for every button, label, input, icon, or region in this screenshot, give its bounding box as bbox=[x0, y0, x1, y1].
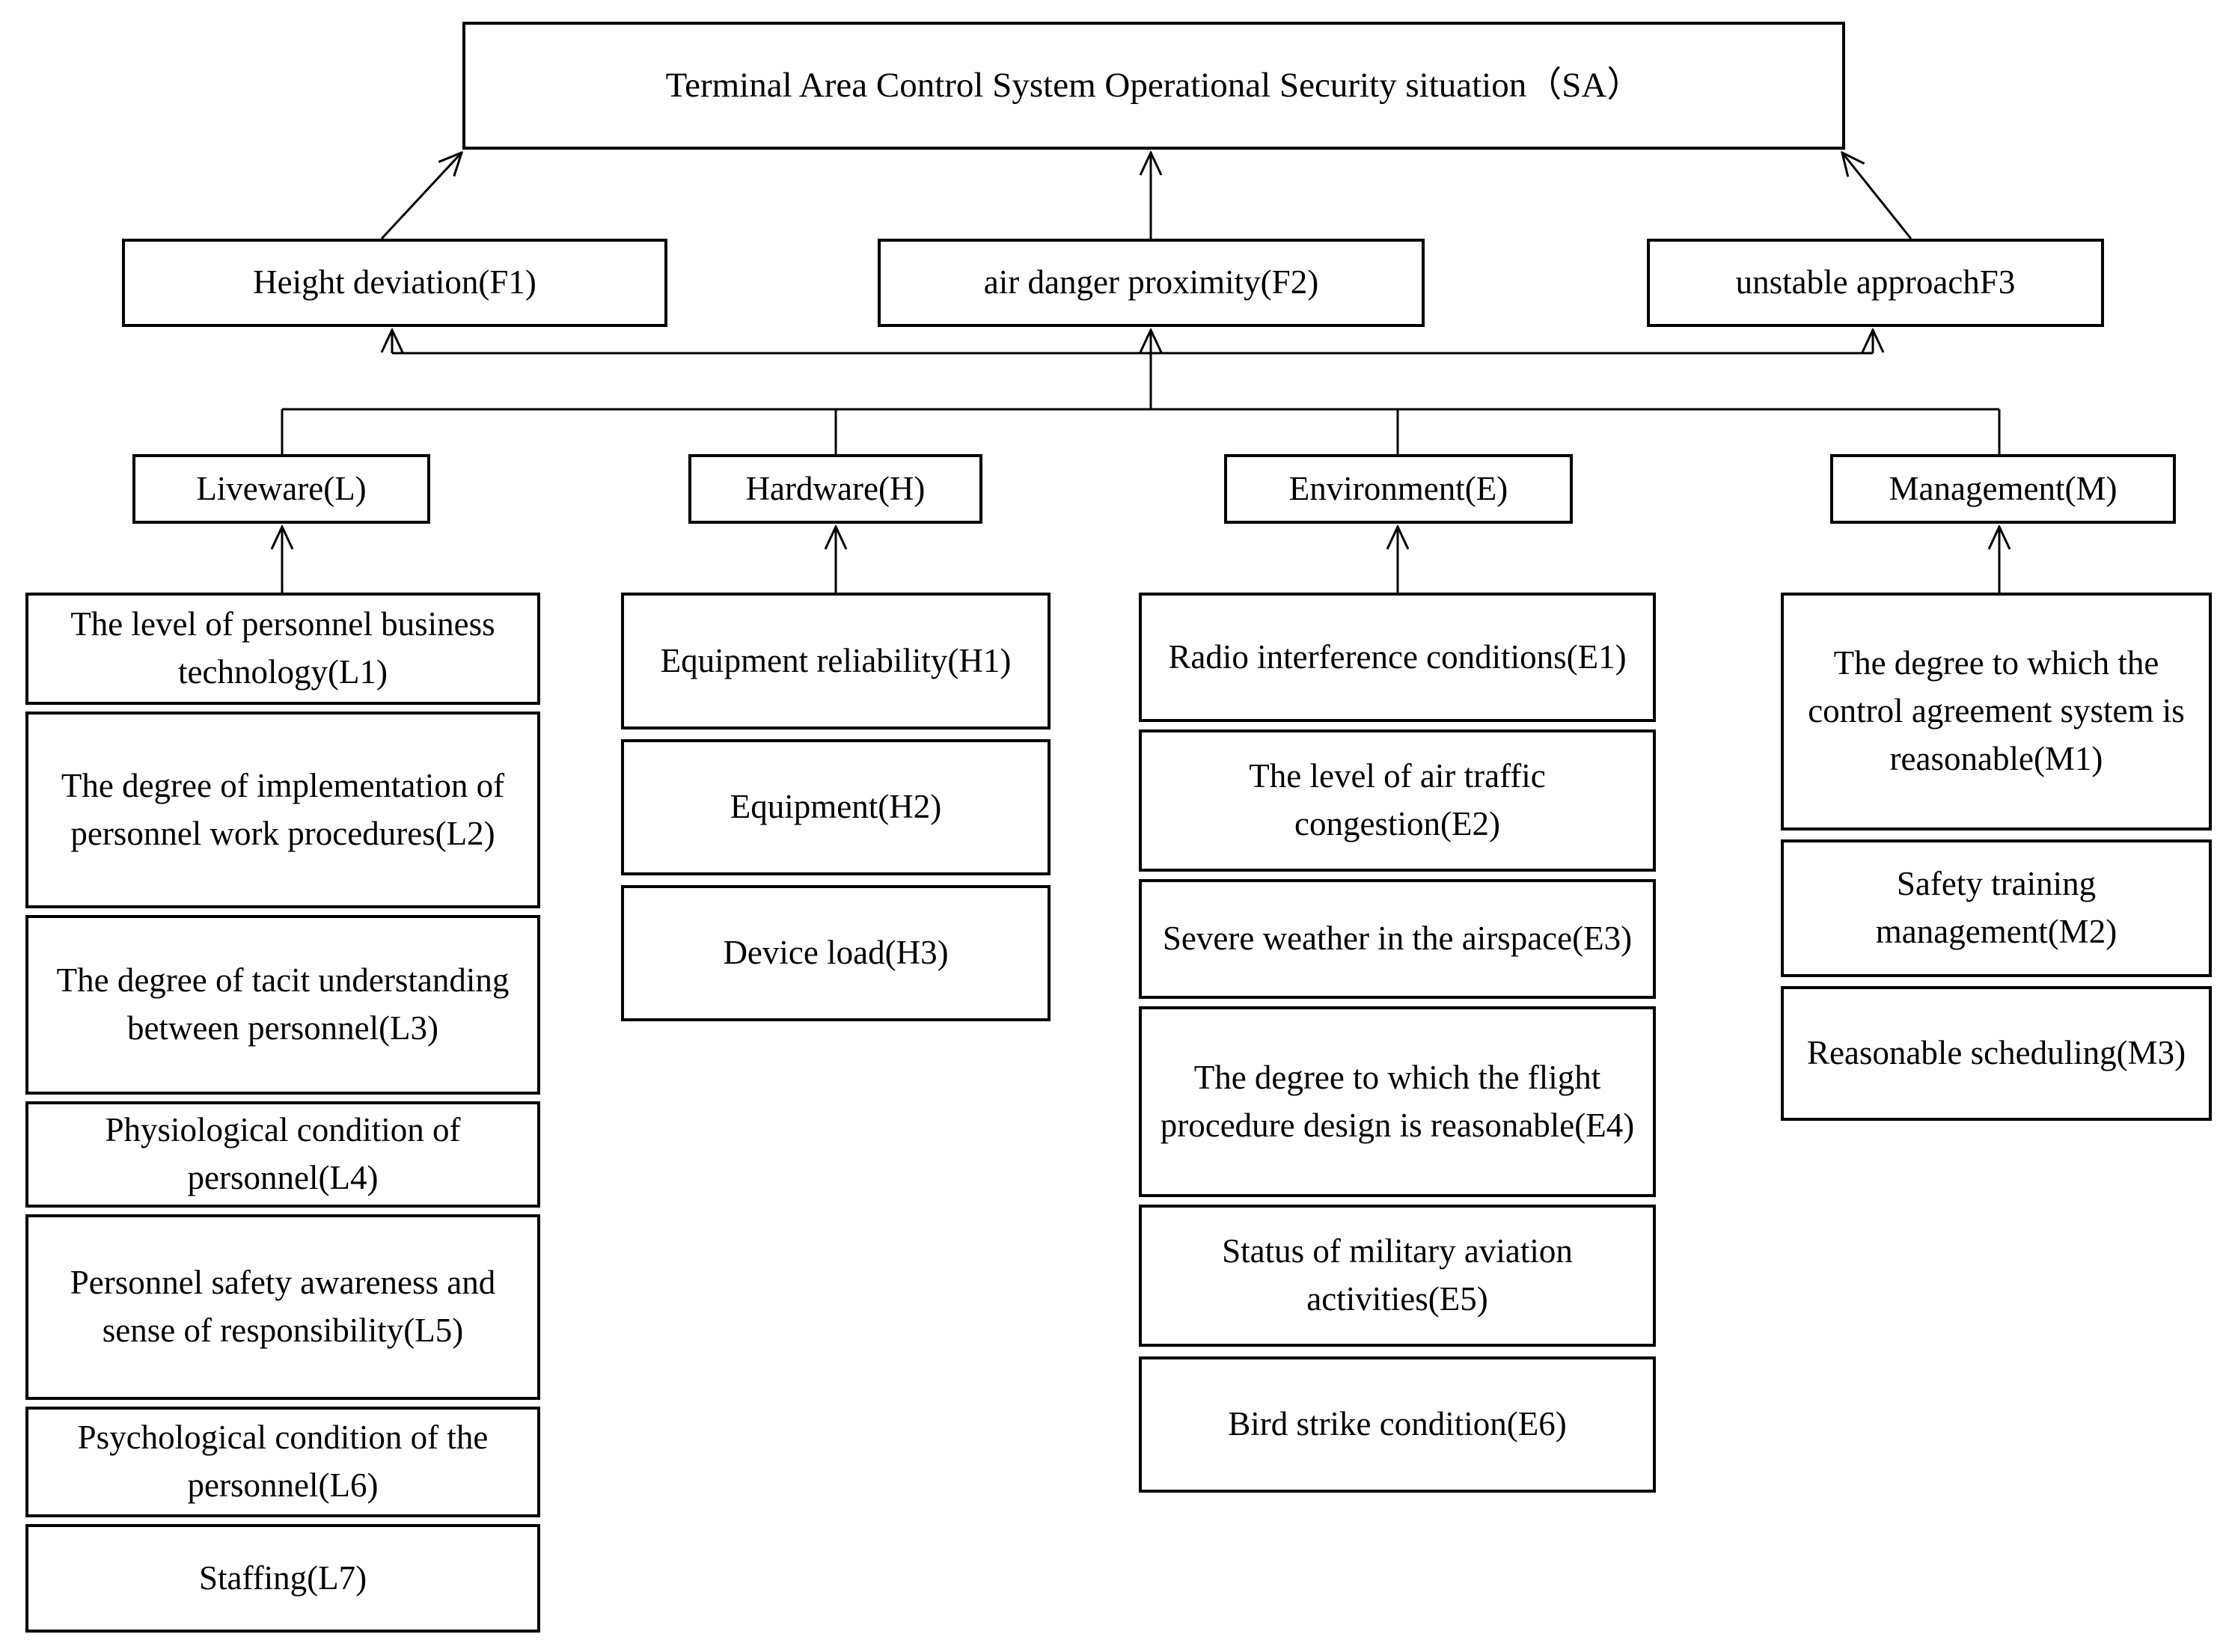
item-box-e3: Severe weather in the airspace(E3) bbox=[1139, 879, 1656, 999]
item-box-l4: Physiological condition of personnel(L4) bbox=[25, 1101, 540, 1208]
root-box-sa: Terminal Area Control System Operational… bbox=[462, 22, 1845, 150]
item-box-l1: The level of personnel business technolo… bbox=[25, 593, 540, 705]
item-box-e1: Radio interference conditions(E1) bbox=[1139, 593, 1656, 722]
factor-bus-line bbox=[392, 330, 1873, 355]
category-box-environment: Environment(E) bbox=[1224, 454, 1573, 524]
item-box-m1: The degree to which the control agreemen… bbox=[1781, 593, 2212, 830]
category-box-management: Management(M) bbox=[1830, 454, 2176, 524]
factor-box-f1: Height deviation(F1) bbox=[122, 239, 667, 327]
category-box-hardware: Hardware(H) bbox=[688, 454, 982, 524]
item-box-l6: Psychological condition of the personnel… bbox=[25, 1407, 540, 1517]
item-box-l7: Staffing(L7) bbox=[25, 1524, 540, 1633]
item-box-h1: Equipment reliability(H1) bbox=[621, 593, 1051, 729]
arrow-f3-to-root bbox=[1842, 153, 1912, 239]
factor-box-f3: unstable approachF3 bbox=[1647, 239, 2104, 327]
item-box-l3: The degree of tacit understanding betwee… bbox=[25, 915, 540, 1095]
item-box-h2: Equipment(H2) bbox=[621, 739, 1051, 875]
item-box-l2: The degree of implementation of personne… bbox=[25, 712, 540, 908]
category-bus-line bbox=[281, 408, 2001, 454]
arrow-f1-to-root bbox=[380, 153, 462, 240]
item-box-e4: The degree to which the flight procedure… bbox=[1139, 1006, 1656, 1197]
item-box-m2: Safety training management(M2) bbox=[1781, 839, 2212, 977]
category-box-liveware: Liveware(L) bbox=[132, 454, 430, 524]
item-box-l5: Personnel safety awareness and sense of … bbox=[25, 1214, 540, 1400]
item-box-e2: The level of air traffic congestion(E2) bbox=[1139, 729, 1656, 872]
item-box-e6: Bird strike condition(E6) bbox=[1139, 1356, 1656, 1493]
item-box-e5: Status of military aviation activities(E… bbox=[1139, 1205, 1656, 1347]
item-box-h3: Device load(H3) bbox=[621, 885, 1051, 1021]
item-box-m3: Reasonable scheduling(M3) bbox=[1781, 986, 2212, 1121]
factor-box-f2: air danger proximity(F2) bbox=[878, 239, 1425, 327]
